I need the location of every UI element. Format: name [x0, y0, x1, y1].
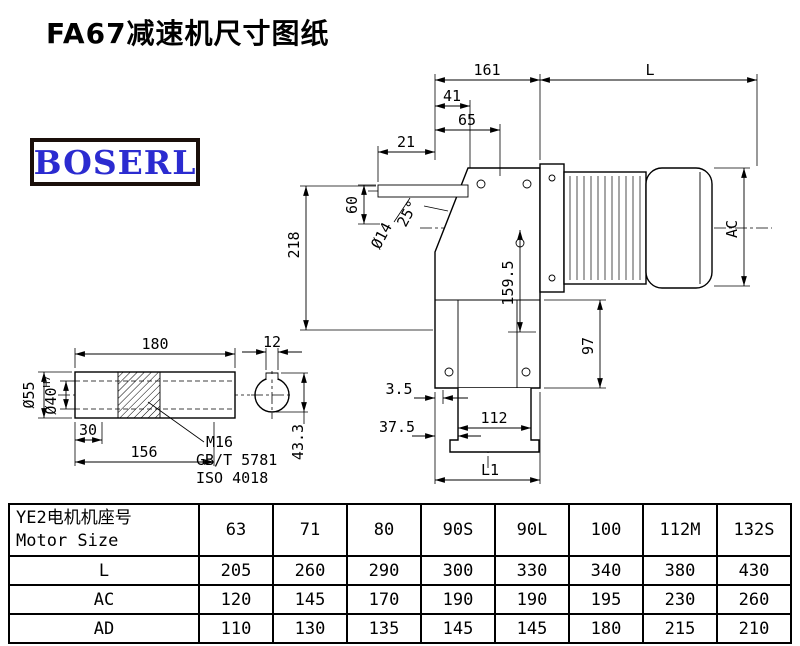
table-cell: 195 [568, 584, 644, 615]
table-cell: 145 [420, 613, 496, 644]
header-line-en: Motor Size [16, 531, 119, 551]
keyway [265, 372, 279, 380]
flange-bolt [548, 274, 556, 282]
table-header-motor-size: YE2电机机座号 Motor Size [8, 503, 200, 557]
motor-size-column: 63 [198, 503, 274, 557]
dim-label-60: 60 [343, 196, 361, 214]
gearbox-side-view [368, 163, 772, 470]
flange-bolt [548, 174, 556, 182]
row-label-AD: AD [8, 613, 200, 644]
fan-cowl [645, 167, 713, 289]
motor-size-column: 90L [494, 503, 570, 557]
table-cell: 190 [420, 584, 496, 615]
dim-label-41: 41 [443, 87, 461, 105]
table-cell: 230 [642, 584, 718, 615]
table-row-AD: AD 110 130 135 145 145 180 215 210 [8, 613, 792, 644]
table-cell: 120 [198, 584, 274, 615]
dim-label-25deg: 25° [393, 197, 422, 229]
table-cell: 190 [494, 584, 570, 615]
table-cell: 110 [198, 613, 274, 644]
table-row-AC: AC 120 145 170 190 190 195 230 260 [8, 584, 792, 615]
spline-hatch [118, 372, 160, 418]
table-cell: 135 [346, 613, 422, 644]
table-header-row: YE2电机机座号 Motor Size 63 71 80 90S 90L 100… [8, 503, 792, 557]
row-label-L: L [8, 555, 200, 586]
dim-label-AC: AC [723, 220, 741, 238]
table-cell: 300 [420, 555, 496, 586]
dim-label-L: L [645, 61, 654, 79]
motor-size-column: 132S [716, 503, 792, 557]
dim-label-65: 65 [458, 111, 476, 129]
dim-label-3-5: 3.5 [385, 380, 412, 398]
table-cell: 330 [494, 555, 570, 586]
dim-label-37-5: 37.5 [379, 418, 415, 436]
table-cell: 380 [642, 555, 718, 586]
table-cell: 170 [346, 584, 422, 615]
thread-label: M16 [206, 433, 233, 451]
dim-label-161: 161 [473, 61, 500, 79]
torque-rod [377, 184, 469, 198]
table-cell: 215 [642, 613, 718, 644]
motor-size-column: 100 [568, 503, 644, 557]
table-cell: 145 [494, 613, 570, 644]
table-cell: 340 [568, 555, 644, 586]
dim-label-180: 180 [141, 335, 168, 353]
dim-label-159-5: 159.5 [499, 260, 517, 305]
motor-cooling-fins [569, 176, 641, 280]
dim-label-97: 97 [579, 337, 597, 355]
table-cell: 430 [716, 555, 792, 586]
dim-label-21: 21 [397, 133, 415, 151]
thread-leader-line [147, 401, 205, 443]
dim-label-dia55: Ø55 [20, 381, 38, 408]
technical-drawing: 161 L 41 65 21 60 Ø14 25° 218 159.5 [20, 61, 772, 487]
motor-dimension-table: YE2电机机座号 Motor Size 63 71 80 90S 90L 100… [8, 503, 792, 644]
table-cell: 205 [198, 555, 274, 586]
table-cell: 130 [272, 613, 348, 644]
dim-label-218: 218 [285, 231, 303, 258]
housing-outline [434, 167, 541, 389]
dim-label-43-3: 43.3 [289, 424, 307, 460]
motor-size-column: 80 [346, 503, 422, 557]
dim-label-30: 30 [79, 421, 97, 439]
motor-size-column: 71 [272, 503, 348, 557]
header-line-cn: YE2电机机座号 [16, 508, 132, 529]
motor-size-column: 112M [642, 503, 718, 557]
table-row-L: L 205 260 290 300 330 340 380 430 [8, 555, 792, 586]
brand-logo-box: BOSERL [30, 138, 200, 186]
table-cell: 210 [716, 613, 792, 644]
bolt-hole [521, 367, 531, 377]
brand-logo-text: BOSERL [33, 142, 197, 182]
bolt-hole [522, 179, 532, 189]
table-cell: 180 [568, 613, 644, 644]
bolt-hole [476, 179, 486, 189]
standard-iso: ISO 4018 [196, 469, 268, 487]
dim-label-12: 12 [263, 333, 281, 351]
bolt-hole [444, 367, 454, 377]
page-title: FA67减速机尺寸图纸 [46, 17, 330, 50]
motor-flange [539, 163, 565, 293]
shaft-section-detail: 180 30 156 Ø55 Ø40H7 M16 GB/T 5781 ISO 4… [20, 333, 308, 487]
table-cell: 260 [716, 584, 792, 615]
dim-label-156: 156 [130, 443, 157, 461]
row-label-AC: AC [8, 584, 200, 615]
table-cell: 290 [346, 555, 422, 586]
motor-size-column: 90S [420, 503, 496, 557]
table-cell: 145 [272, 584, 348, 615]
dim-label-L1: L1 [481, 461, 499, 479]
table-cell: 260 [272, 555, 348, 586]
standard-gbt: GB/T 5781 [196, 451, 277, 469]
dim-label-dia40h7: Ø40H7 [42, 375, 60, 414]
dim-label-112: 112 [480, 409, 507, 427]
